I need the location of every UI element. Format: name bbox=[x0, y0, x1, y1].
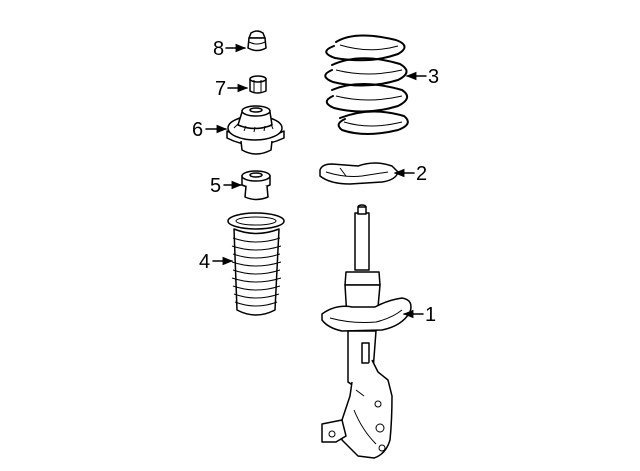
callout-5-label: 5 bbox=[210, 175, 221, 197]
bump-stop-part bbox=[241, 170, 271, 201]
callout-4: 4 bbox=[199, 251, 234, 273]
strut-assembly-part bbox=[321, 204, 412, 459]
callout-7-label: 7 bbox=[215, 78, 226, 100]
callout-1: 1 bbox=[402, 304, 436, 326]
spring-seat-part bbox=[319, 162, 399, 185]
callout-8-label: 8 bbox=[213, 38, 224, 60]
cap-part bbox=[247, 30, 267, 52]
strut-mount-part bbox=[226, 105, 285, 155]
callout-4-label: 4 bbox=[199, 251, 210, 273]
callout-6-label: 6 bbox=[192, 119, 203, 141]
callout-2: 2 bbox=[393, 163, 427, 185]
callout-3: 3 bbox=[405, 66, 439, 88]
callout-2-label: 2 bbox=[416, 163, 427, 185]
callout-3-label: 3 bbox=[428, 66, 439, 88]
coil-spring-part bbox=[324, 34, 409, 135]
callout-5: 5 bbox=[210, 175, 243, 197]
callout-7: 7 bbox=[215, 78, 249, 100]
callout-1-label: 1 bbox=[425, 304, 436, 326]
nut-part bbox=[249, 75, 267, 94]
callout-6: 6 bbox=[192, 119, 228, 141]
callout-8: 8 bbox=[213, 38, 247, 60]
dust-boot-part bbox=[227, 212, 285, 316]
